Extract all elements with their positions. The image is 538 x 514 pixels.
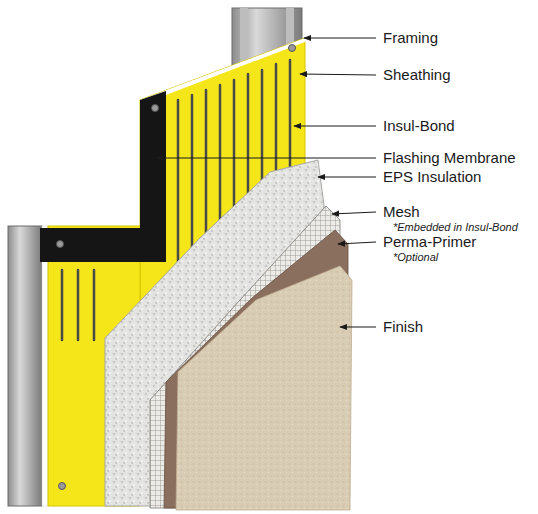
framing-stud <box>8 226 42 506</box>
leader-lines <box>156 38 376 327</box>
callout-note: *Optional <box>393 251 438 263</box>
flashing-membrane <box>40 91 166 262</box>
finish-layer <box>176 266 352 510</box>
callout-label: Perma-Primer <box>383 234 476 251</box>
sheathing-edge <box>42 226 48 506</box>
callout-note: *Embedded in Insul-Bond <box>393 221 518 233</box>
callout-label: EPS Insulation <box>383 169 481 186</box>
callout-label: Insul-Bond <box>383 118 455 135</box>
callout-label: Mesh <box>383 204 420 221</box>
callout-label: Finish <box>383 319 423 336</box>
callout-label: Sheathing <box>383 67 451 84</box>
callout-label: Framing <box>383 30 438 47</box>
callout-label: Flashing Membrane <box>383 150 516 167</box>
